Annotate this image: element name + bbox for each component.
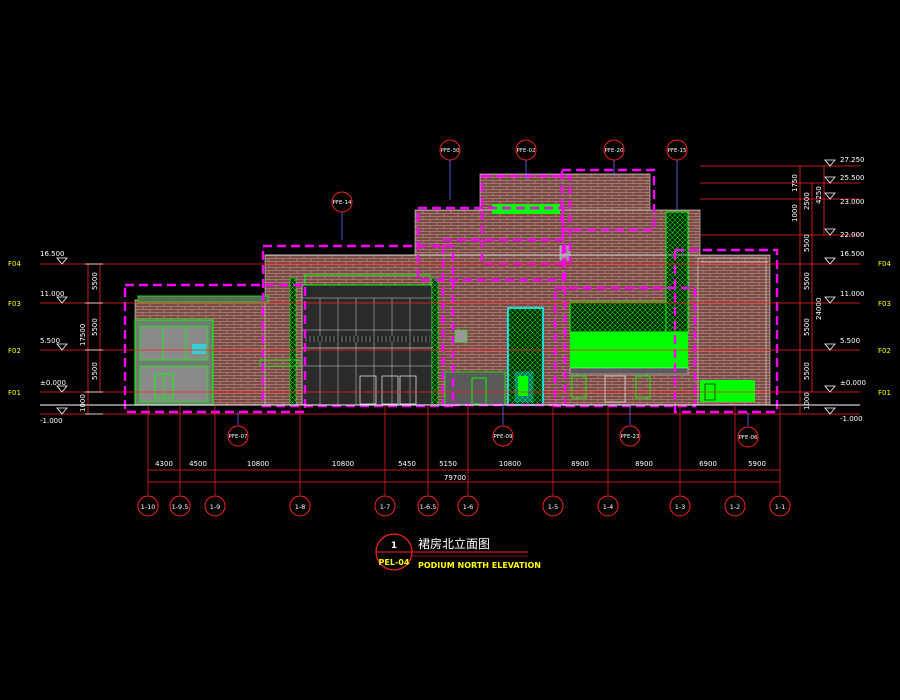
detail-tag: PFE-23 — [621, 434, 640, 440]
grid-axis-label: 1-7 — [380, 503, 391, 511]
hdim: 8900 — [635, 460, 653, 468]
level-left-tag: F01 — [8, 389, 21, 397]
grid-axis-label: 1-1 — [775, 503, 786, 511]
vdim-right: 1000 — [803, 392, 811, 410]
level-left-tag: F03 — [8, 300, 21, 308]
level-right-elev: ±0.000 — [840, 379, 866, 387]
level-markers — [56, 159, 836, 415]
vdim-right: 4250 — [815, 186, 823, 204]
level-left-elev: ±0.000 — [40, 379, 66, 387]
level-left-elev: 5.500 — [40, 337, 60, 345]
detail-tag: PFE-30 — [441, 148, 460, 154]
level-left-elev: 11.000 — [40, 290, 65, 298]
level-right-elev: 16.500 — [840, 250, 865, 258]
detail-tag: PFE-09 — [494, 434, 513, 440]
detail-tag: PFE-15 — [668, 148, 687, 154]
right-level-labels: 27.250 25.500 23.000 22.000 16.500 F04 1… — [840, 156, 891, 423]
detail-tag-labels: PFE-14 PFE-30 PFE-02 PFE-20 PFE-15 PFE-0… — [229, 148, 758, 441]
title-en: PODIUM NORTH ELEVATION — [418, 561, 541, 570]
grid-bubbles — [137, 495, 791, 517]
hdim: 5900 — [748, 460, 766, 468]
grid-axis-lines — [147, 405, 781, 495]
hdim: 10800 — [332, 460, 354, 468]
grid-axis-label: 1-5 — [548, 503, 559, 511]
level-right-elev: 11.000 — [840, 290, 865, 298]
vdim-right: 2500 — [803, 192, 811, 210]
grid-axis-label: 1-9 — [210, 503, 221, 511]
title-cn: 裙房北立面图 — [418, 536, 490, 551]
hdim: 4500 — [189, 460, 207, 468]
title-block: 1 PEL-04 裙房北立面图 PODIUM NORTH ELEVATION — [375, 533, 541, 571]
total-dim: 79700 — [444, 474, 466, 482]
vdim-right: 5500 — [803, 234, 811, 252]
hdim: 5450 — [398, 460, 416, 468]
vdim-right: 1750 — [791, 174, 799, 192]
level-right-tag: F03 — [878, 300, 891, 308]
central-atrium — [301, 284, 433, 406]
level-lines — [40, 165, 860, 415]
grid-axis-label: 1-10 — [141, 503, 156, 511]
level-left-tag: F04 — [8, 260, 21, 268]
vertical-dims-left-text: 5500 5500 5500 17500 1000 — [79, 272, 99, 412]
level-right-elev: 23.000 — [840, 198, 865, 206]
grid-axis-label: 1-6.5 — [420, 503, 437, 511]
grid-axis-label: 1-2 — [730, 503, 741, 511]
grid-axis-label: 1-4 — [603, 503, 614, 511]
level-left-tag: F02 — [8, 347, 21, 355]
detail-tag: PFE-14 — [333, 200, 352, 206]
detail-tag: PFE-20 — [605, 148, 624, 154]
level-right-elev: 22.000 — [840, 231, 865, 239]
vdim-left: 1000 — [79, 394, 87, 412]
hdim: 10800 — [499, 460, 521, 468]
grid-axis-label: 1-3 — [675, 503, 686, 511]
vdim-left: 5500 — [91, 362, 99, 380]
grid-bubble-labels: 1-10 1-9.5 1-9 1-8 1-7 1-6.5 1-6 1-5 1-4… — [141, 503, 786, 511]
detail-tag: PFE-07 — [229, 434, 248, 440]
title-sheet: PEL-04 — [379, 558, 410, 567]
vdim-left: 5500 — [91, 272, 99, 290]
vdim-right: 5500 — [803, 318, 811, 336]
bottom-dimensions: 4300 4500 10800 10800 5450 5150 10800 89… — [155, 460, 766, 482]
grid-axis-label: 1-9.5 — [172, 503, 189, 511]
title-number: 1 — [391, 541, 397, 551]
level-right-tag: F01 — [878, 389, 891, 397]
level-left-elev: 16.500 — [40, 250, 65, 258]
level-right-tag: F04 — [878, 260, 891, 268]
vdim-left: 17500 — [79, 324, 87, 346]
vertical-dimensions-right — [799, 166, 825, 414]
vdim-right: 24000 — [815, 298, 823, 320]
level-right-tag: F02 — [878, 347, 891, 355]
detail-tag: PFE-02 — [517, 148, 536, 154]
level-right-elev: 25.500 — [840, 174, 865, 182]
level-right-elev: 27.250 — [840, 156, 865, 164]
hdim: 5150 — [439, 460, 457, 468]
hdim: 8900 — [571, 460, 589, 468]
vertical-dimensions-left — [85, 263, 103, 415]
vdim-left: 5500 — [91, 318, 99, 336]
grid-axis-label: 1-8 — [295, 503, 306, 511]
left-level-labels: 16.500 F04 11.000 F03 5.500 F02 ±0.000 F… — [8, 250, 66, 425]
detail-tag-circles — [227, 139, 759, 448]
hdim: 10800 — [247, 460, 269, 468]
vdim-right: 5500 — [803, 272, 811, 290]
vdim-right: 1000 — [791, 204, 799, 222]
level-left-elev: -1.000 — [40, 417, 63, 425]
level-right-elev: 5.500 — [840, 337, 860, 345]
level-right-elev: -1.000 — [840, 415, 863, 423]
vdim-right: 5500 — [803, 362, 811, 380]
hdim: 6900 — [699, 460, 717, 468]
vertical-dims-right-text: 1750 2500 1000 5500 5500 5500 5500 24000… — [791, 174, 823, 410]
detail-tag-leaders — [237, 160, 749, 426]
detail-tag: PFE-06 — [739, 435, 758, 441]
hdim: 4300 — [155, 460, 173, 468]
grid-axis-label: 1-6 — [463, 503, 474, 511]
